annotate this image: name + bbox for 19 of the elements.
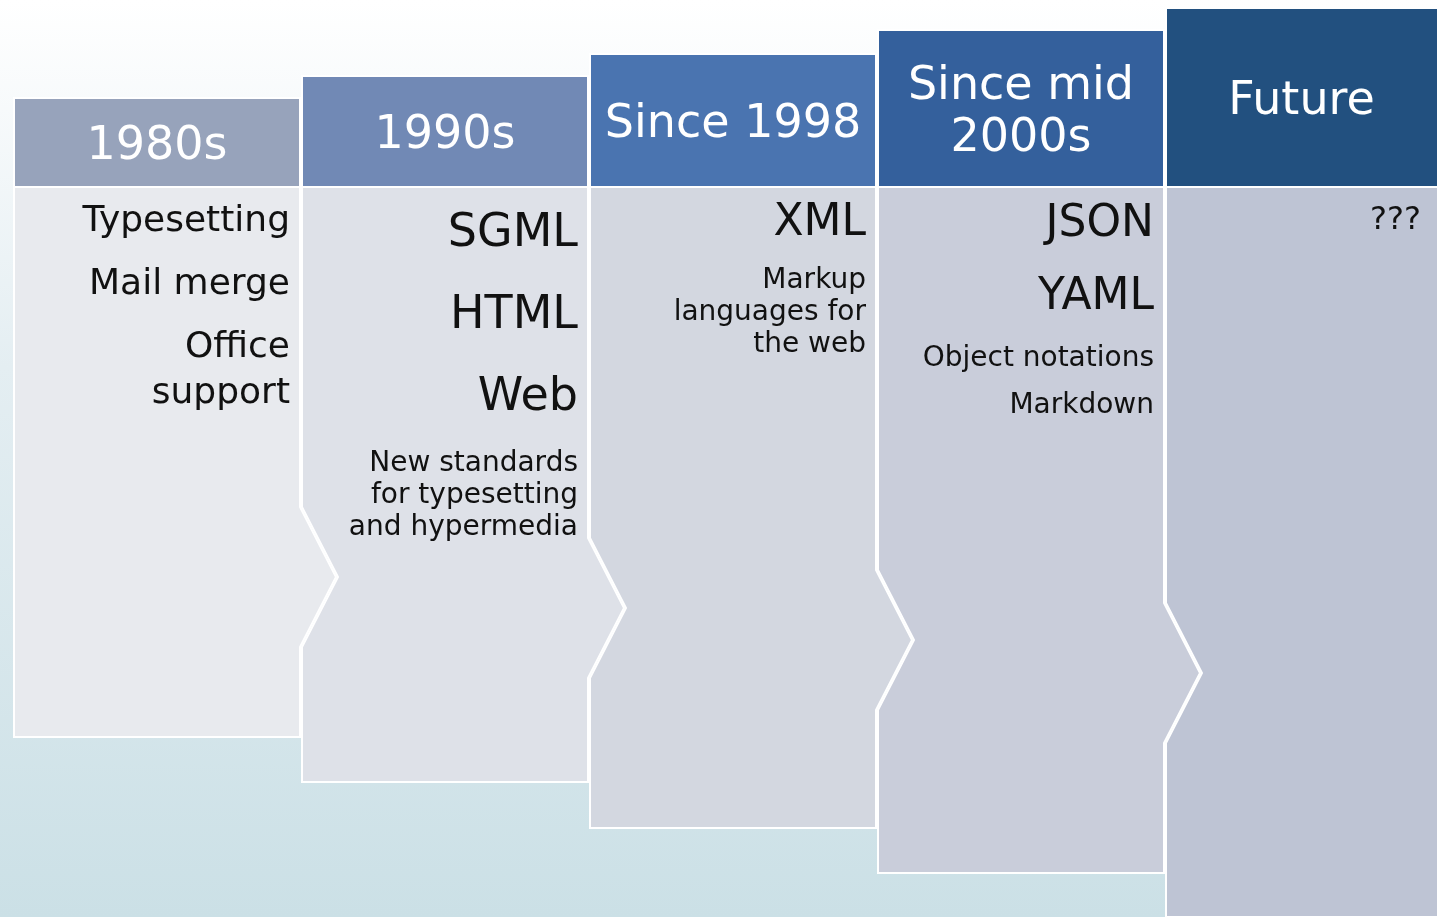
period-heading: 1980s: [86, 116, 228, 169]
list-item: YAML: [1036, 267, 1154, 321]
list-item: XML: [772, 193, 866, 247]
period-heading: 1990s: [374, 105, 516, 158]
period-heading: Future: [1228, 71, 1375, 124]
period-heading: Since mid 2000s: [906, 56, 1136, 161]
list-item: JSON: [1042, 194, 1154, 248]
description-text: Markup languages for the web: [672, 263, 866, 359]
list-item: Mail merge: [88, 260, 290, 304]
list-item: Typesetting: [81, 197, 290, 241]
list-item: Office support: [150, 323, 290, 413]
list-item: ???: [1369, 198, 1421, 238]
list-item: Web: [476, 366, 578, 422]
period-heading: Since 1998: [604, 94, 862, 147]
list-item: SGML: [446, 202, 578, 258]
description-text: New standards for typesetting and hypermedia: [347, 446, 578, 542]
description-text: Object notations: [921, 341, 1154, 373]
list-item: Markdown: [1008, 388, 1154, 420]
list-item: HTML: [449, 284, 578, 340]
